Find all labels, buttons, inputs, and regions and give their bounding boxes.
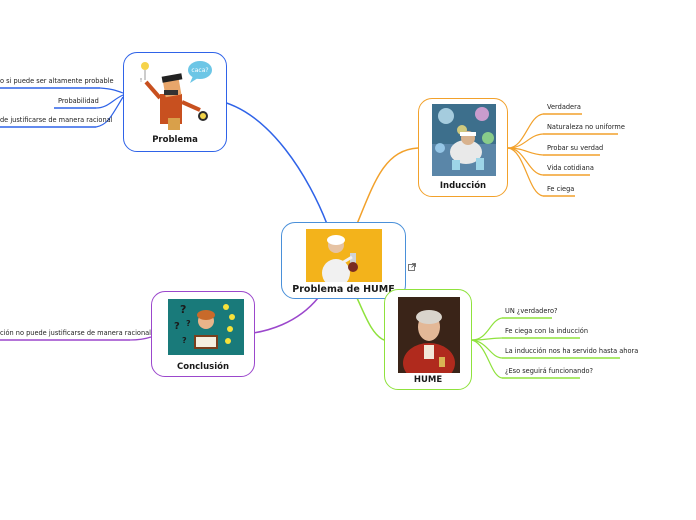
svg-text:?: ? bbox=[186, 319, 191, 328]
induccion-leaf-4[interactable]: Vida cotidiana bbox=[547, 164, 594, 172]
problema-title: Problema bbox=[152, 135, 198, 145]
induccion-leaf-2[interactable]: Naturaleza no uniforme bbox=[547, 123, 625, 131]
hume-title: HUME bbox=[413, 375, 443, 385]
problema-leaf-2[interactable]: Probabilidad bbox=[58, 97, 99, 105]
topic-hume[interactable]: HUME bbox=[384, 289, 472, 390]
connector-induccion bbox=[356, 147, 419, 225]
hume-leaf-1[interactable]: UN ¿verdadero? bbox=[505, 307, 558, 315]
problema-leaf-1[interactable]: o si puede ser altamente probable bbox=[0, 77, 114, 85]
hume-leaf-2[interactable]: Fe ciega con la inducción bbox=[505, 327, 588, 335]
svg-text:?: ? bbox=[174, 321, 180, 332]
topic-conclusion[interactable]: ? ? ? ? Conclusión bbox=[151, 291, 255, 377]
conclusion-leaf-1[interactable]: ción no puede justificarse de manera rac… bbox=[0, 329, 151, 337]
external-link-icon[interactable] bbox=[408, 256, 416, 271]
topic-problema[interactable]: caca? ! Problema bbox=[123, 52, 227, 152]
connector-problema bbox=[214, 99, 328, 225]
hume-leaf-3[interactable]: La inducción nos ha servido hasta ahora bbox=[505, 347, 639, 355]
thinking-professor-icon: caca? ! bbox=[138, 56, 216, 132]
induccion-leaf-1[interactable]: Verdadera bbox=[547, 103, 581, 111]
connector-hume bbox=[356, 297, 385, 341]
scientist-portrait-icon bbox=[306, 229, 382, 287]
induccion-title: Inducción bbox=[439, 181, 487, 191]
svg-text:?: ? bbox=[182, 336, 187, 345]
speech-bubble-text: caca? bbox=[191, 67, 208, 74]
problema-leaf-3[interactable]: de justificarse de manera racional bbox=[0, 116, 113, 124]
svg-text:!: ! bbox=[140, 78, 142, 84]
hume-leaf-4[interactable]: ¿Eso seguirá funcionando? bbox=[505, 367, 594, 375]
central-title: Problema de HUME bbox=[292, 284, 395, 295]
conclusion-title: Conclusión bbox=[177, 362, 229, 372]
central-topic[interactable]: Problema de HUME bbox=[281, 222, 406, 299]
topic-induccion[interactable]: Inducción bbox=[418, 98, 508, 197]
induccion-leaf-3[interactable]: Probar su verdad bbox=[547, 144, 604, 152]
induccion-leaf-5[interactable]: Fe ciega bbox=[547, 185, 575, 193]
laboratory-scientist-icon bbox=[432, 104, 496, 176]
confused-reader-icon: ? ? ? ? bbox=[168, 299, 244, 355]
david-hume-portrait-icon bbox=[398, 297, 460, 383]
svg-text:?: ? bbox=[180, 303, 186, 316]
